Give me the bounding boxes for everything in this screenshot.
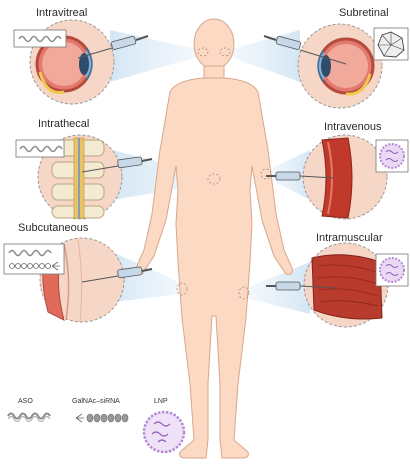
galnac-sirna-icon <box>4 244 64 274</box>
label-subretinal: Subretinal <box>339 7 389 19</box>
intramuscular-inset <box>304 243 388 327</box>
label-subcutaneous: Subcutaneous <box>18 222 88 234</box>
legend-galnac-sirna-glyph <box>76 414 128 422</box>
label-intravitreal: Intravitreal <box>36 7 87 19</box>
subretinal-inset <box>298 24 382 108</box>
beam-intravitreal <box>110 30 200 82</box>
legend-lnp-glyph <box>144 412 184 452</box>
legend-galnac-sirna-label: GalNAc–siRNA <box>72 398 120 405</box>
aso-icon <box>16 140 64 157</box>
legend-aso-label: ASO <box>18 398 33 405</box>
lnp-icon <box>376 140 408 172</box>
label-intrathecal: Intrathecal <box>38 118 89 130</box>
lnp-icon <box>376 254 408 286</box>
legend-lnp-label: LNP <box>154 398 168 405</box>
legend-aso-glyph <box>8 414 50 422</box>
aso-icon <box>14 30 66 47</box>
aav-icon <box>374 28 408 60</box>
beam-subretinal <box>228 30 300 82</box>
human-body <box>136 19 293 458</box>
label-intramuscular: Intramuscular <box>316 232 383 244</box>
label-intravenous: Intravenous <box>324 121 381 133</box>
